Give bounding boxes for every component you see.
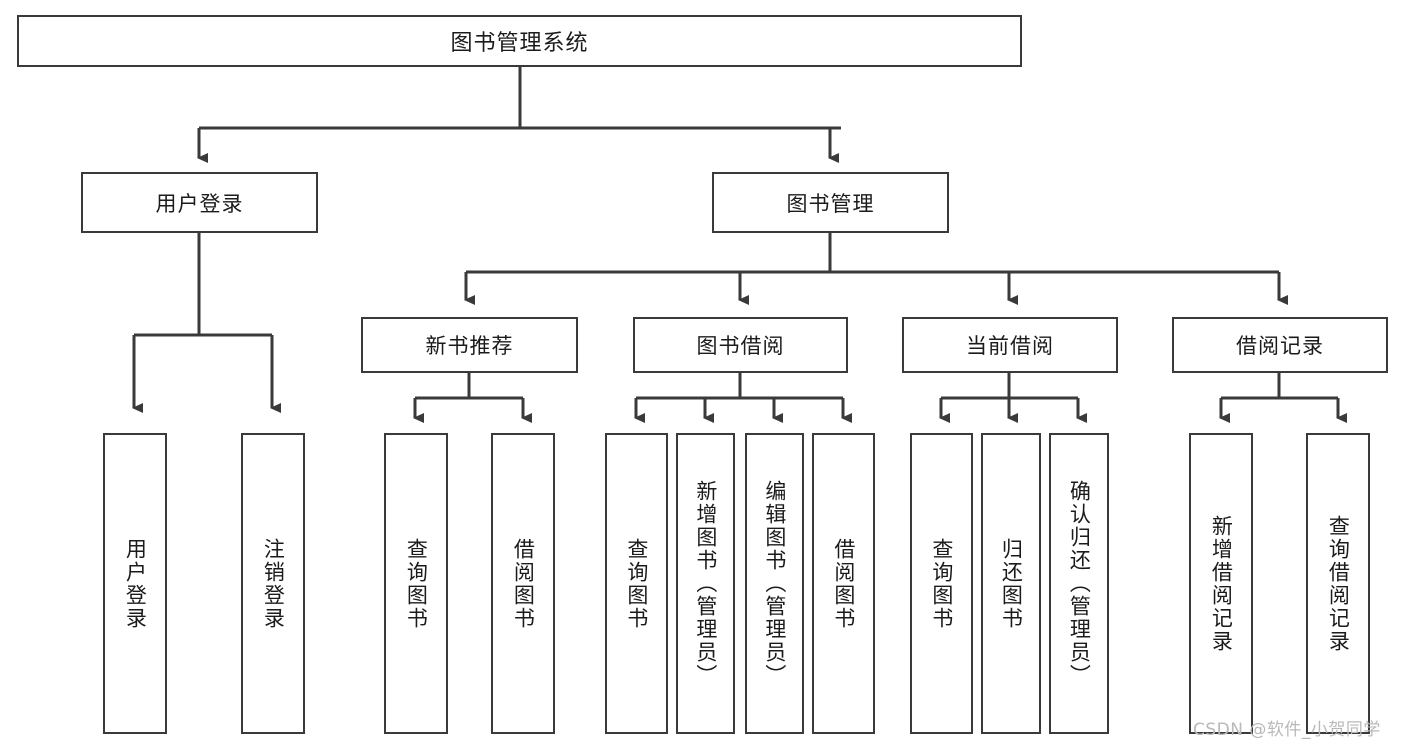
leaf-node-add-book-admin[interactable]: 新增图书（管理员） xyxy=(676,433,735,734)
leaf-node-add-borrow-record[interactable]: 新增借阅记录 xyxy=(1189,433,1253,734)
node-label: 借阅图书 xyxy=(511,537,536,630)
node-label: 归还图书 xyxy=(999,537,1024,630)
node-book-management[interactable]: 图书管理 xyxy=(712,172,949,233)
node-label: 图书借阅 xyxy=(696,334,785,358)
leaf-node-borrow-book-new-rec[interactable]: 借阅图书 xyxy=(491,433,555,734)
node-user-login[interactable]: 用户登录 xyxy=(81,172,318,233)
leaf-node-logout[interactable]: 注销登录 xyxy=(241,433,305,734)
node-label: 借阅记录 xyxy=(1236,334,1324,358)
leaf-node-user-login[interactable]: 用户登录 xyxy=(103,433,167,734)
node-book-borrowing[interactable]: 图书借阅 xyxy=(633,317,848,373)
leaf-node-query-borrow-record[interactable]: 查询借阅记录 xyxy=(1306,433,1370,734)
node-label: 编辑图书（管理员） xyxy=(762,480,787,687)
node-label: 确认归还（管理员） xyxy=(1067,480,1092,687)
watermark-text: CSDN @软件_小贺同学 xyxy=(1193,720,1381,740)
node-label: 查询图书 xyxy=(404,537,429,630)
node-label: 图书管理系统 xyxy=(450,31,589,56)
node-label: 当前借阅 xyxy=(966,334,1054,358)
leaf-node-borrow-book[interactable]: 借阅图书 xyxy=(812,433,875,734)
node-label: 图书管理 xyxy=(786,191,875,216)
leaf-node-query-book-new-rec[interactable]: 查询图书 xyxy=(384,433,448,734)
leaf-node-query-book-borrow[interactable]: 查询图书 xyxy=(605,433,668,734)
leaf-node-confirm-return-admin[interactable]: 确认归还（管理员） xyxy=(1049,433,1109,734)
node-label: 查询图书 xyxy=(929,537,954,630)
node-root-book-management-system[interactable]: 图书管理系统 xyxy=(17,15,1022,67)
node-label: 用户登录 xyxy=(155,191,244,216)
node-label: 新增图书（管理员） xyxy=(693,480,718,687)
node-label: 新增借阅记录 xyxy=(1209,514,1234,653)
leaf-node-query-book-current[interactable]: 查询图书 xyxy=(910,433,973,734)
node-current-borrowing[interactable]: 当前借阅 xyxy=(902,317,1118,373)
node-new-book-recommendation[interactable]: 新书推荐 xyxy=(361,317,578,373)
node-label: 注销登录 xyxy=(261,537,286,630)
node-label: 用户登录 xyxy=(123,537,148,630)
node-label: 新书推荐 xyxy=(425,334,514,358)
node-label: 查询借阅记录 xyxy=(1326,514,1351,653)
node-label: 借阅图书 xyxy=(831,537,856,630)
node-borrow-records[interactable]: 借阅记录 xyxy=(1172,317,1388,373)
node-label: 查询图书 xyxy=(624,537,649,630)
leaf-node-edit-book-admin[interactable]: 编辑图书（管理员） xyxy=(745,433,804,734)
leaf-node-return-book[interactable]: 归还图书 xyxy=(981,433,1041,734)
